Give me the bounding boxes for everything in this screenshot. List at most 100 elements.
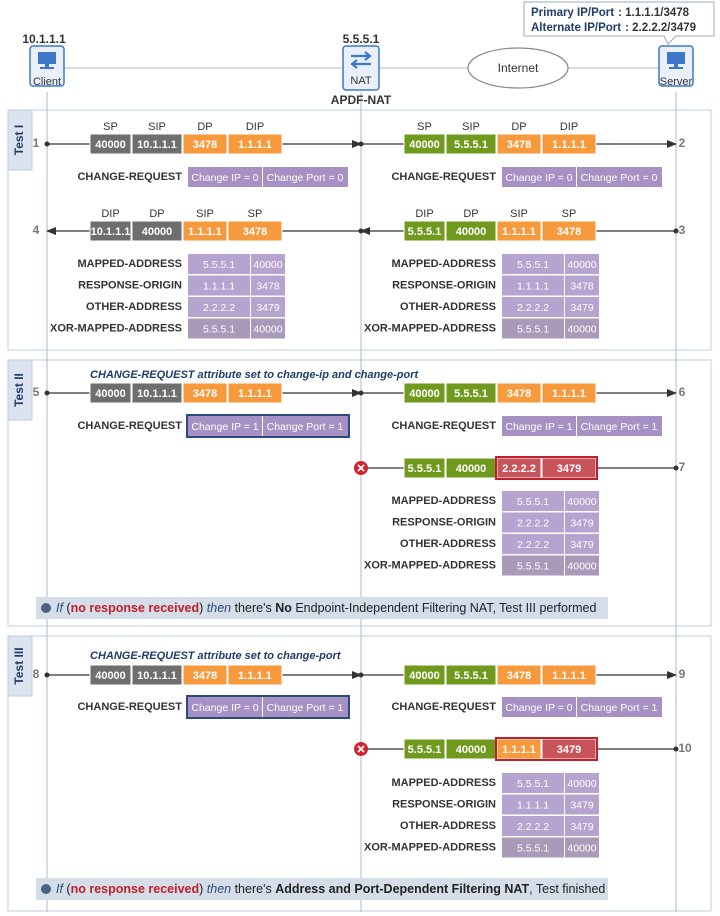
client-label: Client [33, 76, 61, 88]
attribute-port-text: 40000 [567, 323, 596, 335]
packet-cell-text: 1.1.1.1 [238, 670, 272, 682]
packet-header-label: SP [562, 208, 577, 220]
nat-ip: 5.5.5.1 [343, 32, 380, 46]
attribute-ip-text: 2.2.2.2 [517, 539, 549, 551]
client-computer-icon [29, 45, 65, 87]
packet-origin-dot [673, 746, 679, 752]
change-ip-cell [502, 416, 576, 436]
attribute-ip-text: 1.1.1.1 [203, 280, 235, 292]
test-caption: CHANGE-REQUEST attribute set to change-i… [90, 369, 420, 381]
attribute-port-cell [251, 275, 285, 296]
note-background [36, 878, 608, 900]
attribute-ip-cell [502, 534, 564, 554]
attribute-ip-cell [502, 794, 564, 815]
attribute-ip-cell [188, 297, 250, 317]
packet-cell-text: 40000 [95, 670, 126, 682]
packet-header-label: DIP [246, 121, 264, 133]
packet-cell [131, 664, 183, 686]
packet-cell [541, 220, 597, 242]
client-ip: 10.1.1.1 [22, 32, 66, 46]
packet-header-label: DIP [560, 121, 578, 133]
change-ip-text: Change IP = 1 [505, 421, 572, 433]
attribute-ip-text: 5.5.5.1 [517, 778, 549, 790]
attribute-port-cell [565, 254, 599, 274]
change-port-text: Change Port = 0 [267, 172, 344, 184]
change-port-cell [263, 697, 348, 717]
attribute-port-text: 3479 [570, 821, 594, 833]
packet-cell-text: 1.1.1.1 [238, 388, 272, 400]
packet-cell-text: 40000 [456, 226, 487, 238]
attribute-port-cell [251, 297, 285, 317]
packet-cell [496, 664, 542, 686]
note-if: If [56, 882, 64, 896]
attribute-ip-cell [502, 555, 564, 576]
packet-header-label: SIP [196, 208, 214, 220]
attribute-ip-cell [188, 275, 250, 296]
attribute-ip-cell [502, 512, 564, 533]
attribute-port-text: 3479 [570, 302, 594, 314]
callout-box [523, 1, 715, 45]
attribute-port-text: 3478 [570, 280, 594, 292]
packet-cell [541, 664, 597, 686]
packet-cell [445, 220, 497, 242]
attribute-label: OTHER-ADDRESS [86, 301, 182, 313]
blocked-x-icon [354, 742, 368, 756]
packet-cell-text: 40000 [409, 388, 440, 400]
nat-arrow-left [350, 59, 371, 69]
attribute-port-text: 3479 [570, 539, 594, 551]
attribute-ip-cell [502, 318, 564, 339]
packet-cell [403, 457, 446, 479]
packet-cell-text: 40000 [456, 463, 487, 475]
note-open: ( [63, 882, 71, 896]
packet-header-label: SIP [462, 121, 480, 133]
packet-origin-dot [44, 390, 50, 396]
packet-header-label: DIP [101, 208, 119, 220]
note-bold: No [275, 601, 292, 615]
blocked-cross [357, 464, 365, 472]
change-port-text: Change Port = 1 [581, 702, 658, 714]
monitor-neck [674, 64, 678, 68]
packet-cell [403, 382, 446, 404]
packet-cell-text: 10.1.1.1 [137, 670, 177, 682]
change-port-text: Change Port = 1 [581, 421, 658, 433]
monitor-base [40, 67, 54, 69]
attribute-ip-text: 1.1.1.1 [517, 280, 549, 292]
packet-header-label: SIP [148, 121, 166, 133]
attribute-ip-text: 5.5.5.1 [517, 560, 549, 572]
attribute-ip-text: 2.2.2.2 [517, 821, 549, 833]
packet-cell [445, 382, 497, 404]
result-note: If (no response received) then there's N… [36, 597, 608, 619]
attribute-ip-text: 5.5.5.1 [203, 323, 235, 335]
attribute-label: RESPONSE-ORIGIN [78, 279, 182, 291]
packet-highlight-outline [495, 456, 598, 480]
alternate-info: Alternate IP/Port: 2.2.2.2/3479 [531, 22, 696, 34]
attribute-port-cell [565, 491, 599, 511]
note-bold: Address and Port-Dependent Filtering NAT [275, 882, 529, 896]
test-label: Test I [12, 125, 26, 155]
note-then: then [203, 882, 231, 896]
note-if: If [56, 601, 64, 615]
packet-origin-dot [673, 465, 679, 471]
packet-cell-text: 3479 [557, 463, 581, 475]
packet-cell [227, 664, 283, 686]
packet-cell-text: 3478 [193, 139, 217, 151]
packet-cell-text: 40000 [409, 670, 440, 682]
packet-cell-text: 1.1.1.1 [238, 139, 272, 151]
packet-header-label: SP [248, 208, 263, 220]
change-ip-cell [188, 416, 262, 436]
packet-cell-text: 40000 [95, 388, 126, 400]
packet-number: 4 [33, 223, 40, 237]
primary-value: : 1.1.1.1/3478 [618, 7, 690, 19]
internet-cloud [467, 47, 569, 89]
change-ip-text: Change IP = 0 [191, 172, 258, 184]
attribute-port-cell [565, 275, 599, 296]
attribute-port-text: 40000 [567, 259, 596, 271]
